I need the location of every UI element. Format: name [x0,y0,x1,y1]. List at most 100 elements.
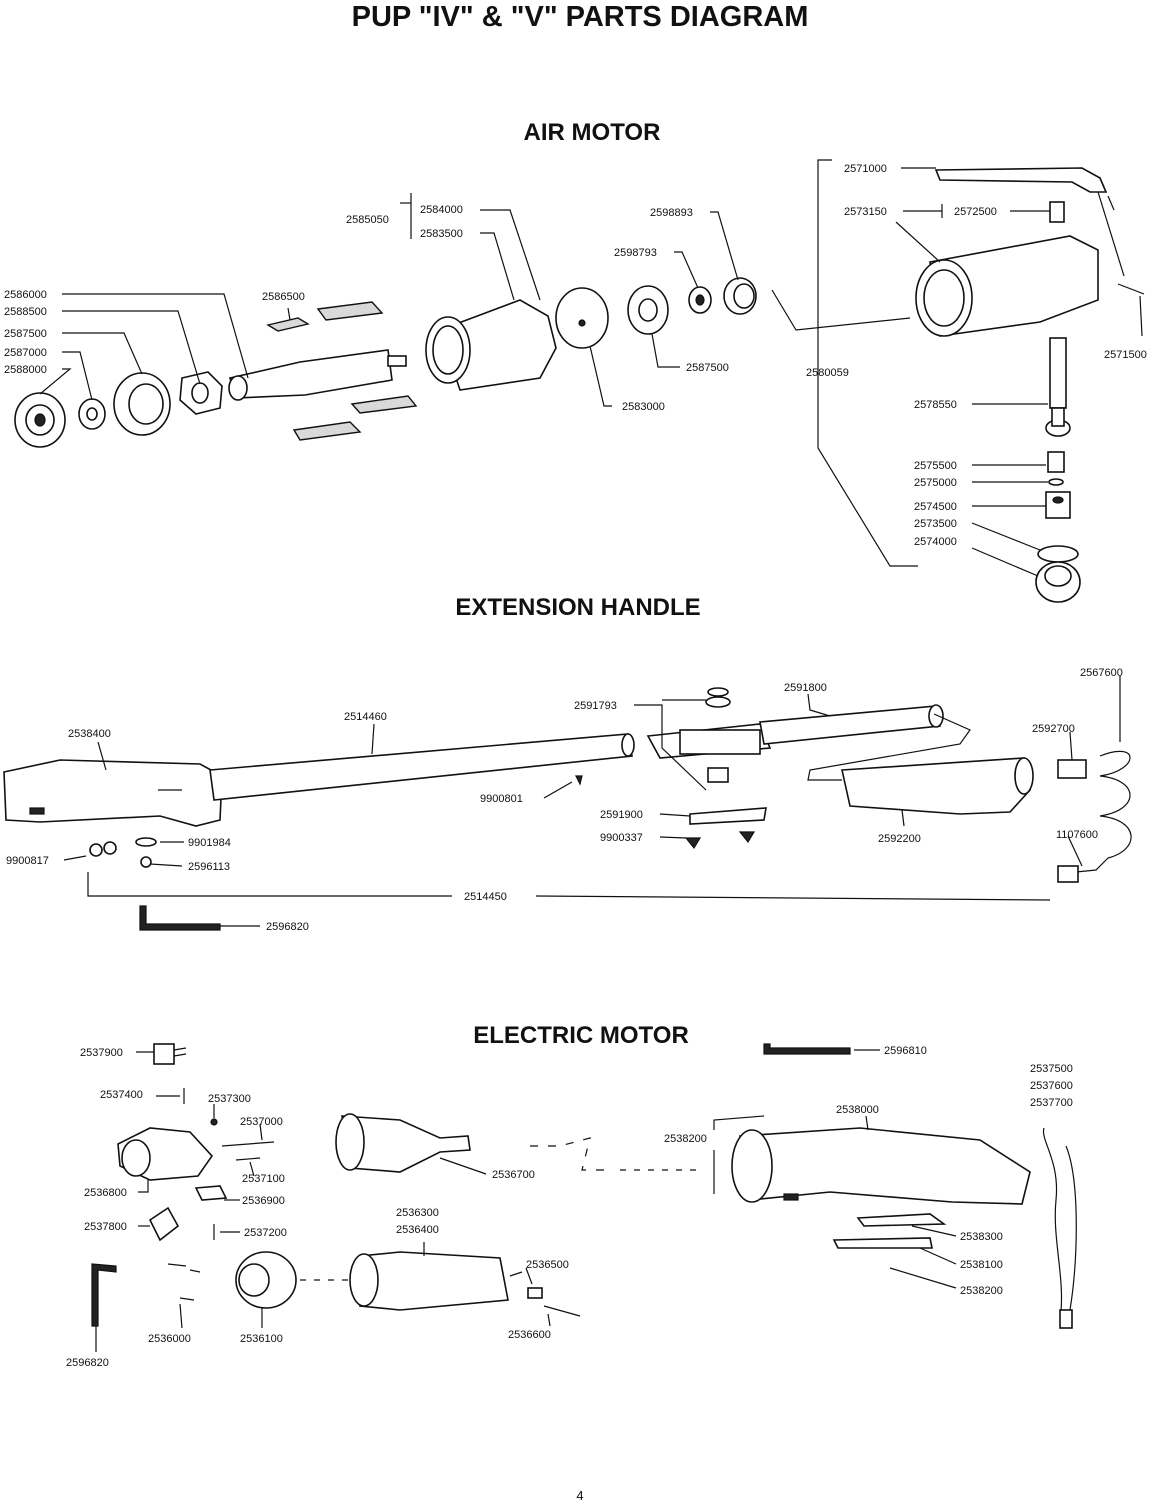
part-label: 2587000 [4,347,47,359]
part-label: 2580059 [806,367,849,379]
part-label: 2586500 [262,291,305,303]
diagram-stroke [86,407,98,421]
hex-key-part-3 [763,1043,851,1055]
part-label: 2536600 [508,1329,551,1341]
handle-body-part [3,759,223,827]
part-label: 2575500 [914,460,957,472]
diagram-stroke [97,741,107,771]
diagram-stroke [733,283,755,309]
part-label: 2598893 [650,207,693,219]
diagram-stroke [695,294,705,306]
part-label: 2588000 [4,364,47,376]
diagram-stroke [710,211,739,281]
diagram-stroke [1107,195,1115,211]
diagram-stroke [1139,295,1143,337]
diagram-stroke [543,1305,581,1317]
valve-stem-part [1049,337,1067,409]
part-label: 2592200 [878,833,921,845]
diagram-stroke [432,325,464,375]
clip-part [148,1206,180,1242]
cylinder-part [438,299,557,391]
diagram-stroke [889,1267,957,1289]
extension-handle-leaders [63,676,1121,927]
part-label: 2574500 [914,501,957,513]
diagram-stroke [228,375,248,401]
diagram-stroke [783,1193,799,1201]
part-label: 2514460 [344,711,387,723]
plug-part-2 [1059,1309,1073,1329]
part-label: 2538200 [960,1285,1003,1297]
diagram-stroke [121,1139,151,1177]
part-label: 2537400 [100,1089,143,1101]
section-heading-extension-handle: EXTENSION HANDLE [455,594,700,621]
diagram-stroke [928,704,944,728]
part-label: 2587500 [4,328,47,340]
o-ring-part [1037,545,1079,563]
diagram-stroke [140,856,152,868]
diagram-stroke [1051,407,1065,427]
diagram-stroke [138,1180,149,1193]
part-label: 2537800 [84,1221,127,1233]
part-label: 2583000 [622,401,665,413]
plate-part [689,807,767,825]
air-motor-leaders [39,167,1143,577]
part-label: 2536000 [148,1333,191,1345]
diagram-stroke [34,413,46,427]
bush-part [1049,201,1065,223]
part-label: 9900817 [6,855,49,867]
diagram-stroke [189,1269,201,1273]
diagram-stroke [371,723,375,755]
switch-part [1057,759,1087,779]
part-label: 2578550 [914,399,957,411]
diagram-stroke [173,1047,187,1051]
part-label: 2536700 [492,1169,535,1181]
vane-part [266,317,310,332]
part-label: 2572500 [954,206,997,218]
diagram-stroke [674,251,699,289]
diagram-stroke [179,1303,183,1329]
rotor-part [228,349,393,399]
diagram-stroke [923,269,965,327]
part-label: 9900337 [600,832,643,844]
part-label: 2537200 [244,1227,287,1239]
part-label: 2574000 [914,536,957,548]
diagram-stroke [659,836,687,839]
part-label: 2537300 [208,1093,251,1105]
part-label: 2567600 [1080,667,1123,679]
part-label: 2538000 [836,1104,879,1116]
diagram-stroke [39,368,72,395]
part-label: 2586000 [4,289,47,301]
part-label: 2592700 [1032,723,1075,735]
diagram-stroke [679,729,761,755]
diagram-stroke [349,1253,379,1307]
diagram-stroke [89,843,103,857]
electric-motor-leaders [95,1049,957,1352]
electric-motor-drawing [91,1043,1077,1329]
diagram-stroke [62,293,249,379]
section-heading-electric-motor: ELECTRIC MOTOR [473,1022,689,1049]
part-label: 2536900 [242,1195,285,1207]
part-label: 2598793 [614,247,657,259]
diagram-stroke [547,1313,551,1327]
diagram-stroke [350,395,418,414]
diagram-stroke [901,809,905,827]
diagram-stroke [135,837,157,847]
part-label: 2596113 [188,861,230,873]
diagram-stroke [335,1113,365,1171]
diagram-stroke [895,221,941,263]
diagram-stroke [1065,1145,1077,1311]
diagram-stroke [62,332,143,375]
diagram-stroke [259,1123,263,1141]
extension-tube-part [209,733,633,801]
part-label: 2536300 [396,1207,439,1219]
diagram-stroke [578,319,586,327]
part-label: 2536800 [84,1187,127,1199]
diagram-stroke [911,1225,957,1237]
diagram-stroke [167,1263,187,1267]
diagram-stroke [1097,191,1125,277]
part-label: 2591900 [600,809,643,821]
part-label: 2536100 [240,1333,283,1345]
diagram-stroke [807,693,831,717]
part-label: 2537100 [242,1173,285,1185]
diagram-stroke [292,421,362,441]
